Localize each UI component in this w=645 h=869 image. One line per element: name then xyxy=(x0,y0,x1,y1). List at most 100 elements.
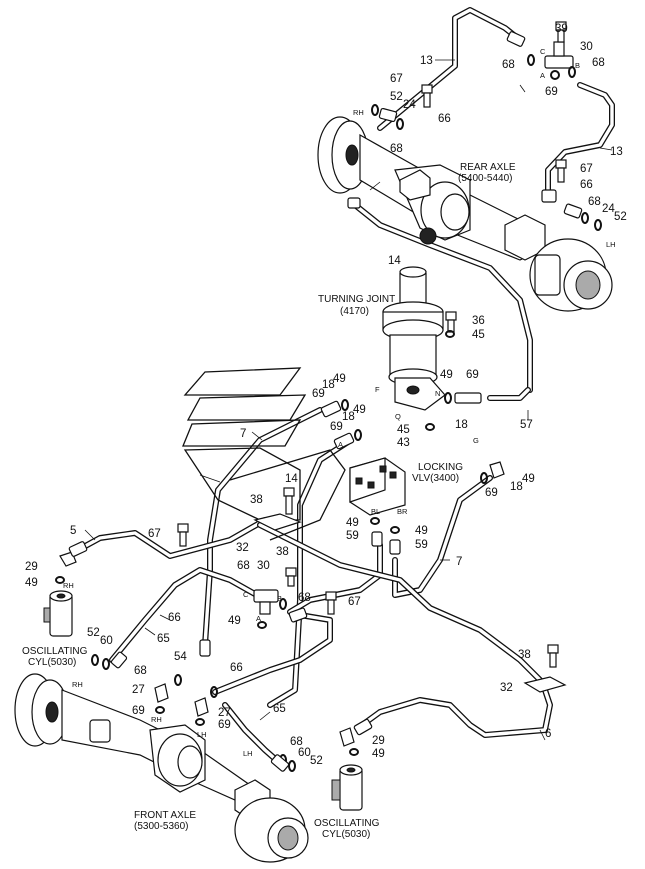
part-number: 27 xyxy=(218,707,231,719)
port-label: BR xyxy=(397,507,408,516)
part-number: 65 xyxy=(273,703,286,715)
part-number: 7 xyxy=(240,428,246,440)
port-label: B xyxy=(575,61,580,70)
port-label: LH xyxy=(243,749,253,758)
part-number: 24 xyxy=(403,99,416,111)
elbow-27-right xyxy=(194,697,209,717)
part-number: 29 xyxy=(25,561,38,573)
part-number: 18 xyxy=(455,419,468,431)
part-number: 69 xyxy=(485,487,498,499)
hose-5 xyxy=(75,517,268,559)
part-number: 49 xyxy=(440,369,453,381)
port-label: BL xyxy=(371,507,380,516)
part-number: 49 xyxy=(346,517,359,529)
part-number: 18 xyxy=(510,481,523,493)
part-number: 57 xyxy=(520,419,533,431)
part-number: 54 xyxy=(174,651,187,663)
part-number: 68 xyxy=(134,665,147,677)
hose-6 xyxy=(355,687,553,738)
locking-vlv-label: LOCKING xyxy=(418,462,463,473)
port-label: RH xyxy=(151,715,162,724)
hose-13-top xyxy=(377,7,523,131)
port-label: LH xyxy=(606,240,616,249)
part-number: 69 xyxy=(545,86,558,98)
part-number: 49 xyxy=(415,525,428,537)
tee-fitting-top xyxy=(544,41,574,69)
part-number: 32 xyxy=(500,682,513,694)
part-number: 30 xyxy=(257,560,270,572)
hose-7-right xyxy=(392,475,493,598)
part-number: 69 xyxy=(330,421,343,433)
part-number: 7 xyxy=(456,556,462,568)
hose-6-cross xyxy=(287,542,383,615)
hose-66-lower xyxy=(212,612,333,695)
part-number: 68 xyxy=(298,592,311,604)
oscillating-cyl-code-1: CYL(5030) xyxy=(28,657,76,668)
front-axle-code: (5300-5360) xyxy=(134,821,188,832)
locking-vlv-code: VLV(3400) xyxy=(412,473,459,484)
bolt-36 xyxy=(445,311,457,333)
port-label: RH xyxy=(72,680,83,689)
part-number: 45 xyxy=(397,424,410,436)
part-number: 43 xyxy=(397,437,410,449)
part-number: 65 xyxy=(157,633,170,645)
part-number: 18 xyxy=(342,411,355,423)
part-number: 68 xyxy=(237,560,250,572)
part-number: 52 xyxy=(390,91,403,103)
port-label: C xyxy=(243,590,249,599)
part-number: 67 xyxy=(148,528,161,540)
part-number: 5 xyxy=(70,525,76,537)
port-label: C xyxy=(540,47,546,56)
part-number: 24 xyxy=(602,203,615,215)
clamp-32-left xyxy=(253,513,302,531)
floor-plate-cutaway xyxy=(182,367,346,541)
part-number: 27 xyxy=(132,684,145,696)
part-number: 45 xyxy=(472,329,485,341)
part-numbers: 13 39 30 68 68 69 67 52 24 66 68 13 67 6… xyxy=(25,23,627,767)
turning-joint-code: (4170) xyxy=(340,306,369,317)
port-label: Q xyxy=(395,412,401,421)
oscillating-cyl-label-2: OSCILLATING xyxy=(314,818,380,829)
part-number: 60 xyxy=(298,747,311,759)
part-number: 69 xyxy=(218,719,231,731)
part-number: 38 xyxy=(250,494,263,506)
hose-57 xyxy=(487,387,531,401)
rear-axle-assembly xyxy=(317,116,613,312)
bolt-67-right xyxy=(555,159,567,183)
rear-axle-code: (5400-5440) xyxy=(458,173,512,184)
oscillating-cylinder-left xyxy=(43,590,73,637)
port-label: A xyxy=(540,71,545,80)
hose-cross-long xyxy=(257,522,543,683)
oscillating-cylinder-right xyxy=(331,764,363,811)
component-labels: REAR AXLE (5400-5440) TURNING JOINT (417… xyxy=(22,162,516,840)
part-number: 67 xyxy=(390,73,403,85)
port-label: A xyxy=(256,614,261,623)
port-label: F xyxy=(375,385,380,394)
bolt-38-top xyxy=(283,487,295,515)
part-number: 52 xyxy=(310,755,323,767)
port-label: LH xyxy=(197,730,207,739)
part-number: 14 xyxy=(285,473,298,485)
bolt-38-right xyxy=(547,644,559,668)
hose-65-left xyxy=(109,567,265,663)
bolt-67-top xyxy=(421,84,433,108)
part-number: 49 xyxy=(25,577,38,589)
part-number: 66 xyxy=(580,179,593,191)
part-number: 68 xyxy=(502,59,515,71)
part-number: 66 xyxy=(438,113,451,125)
elbow-29-right xyxy=(339,727,355,747)
oscillating-cyl-label-1: OSCILLATING xyxy=(22,646,88,657)
port-label: A xyxy=(338,440,343,449)
leader-lines xyxy=(84,59,613,741)
hose-7-left xyxy=(202,407,323,648)
part-number: 49 xyxy=(522,473,535,485)
port-label: B xyxy=(277,594,282,603)
part-number: 67 xyxy=(580,163,593,175)
part-number: 52 xyxy=(87,627,100,639)
part-number: 38 xyxy=(276,546,289,558)
part-number: 38 xyxy=(518,649,531,661)
elbow-27-left xyxy=(154,683,169,703)
locking-valve-assembly xyxy=(349,457,406,516)
port-label: G xyxy=(473,436,479,445)
